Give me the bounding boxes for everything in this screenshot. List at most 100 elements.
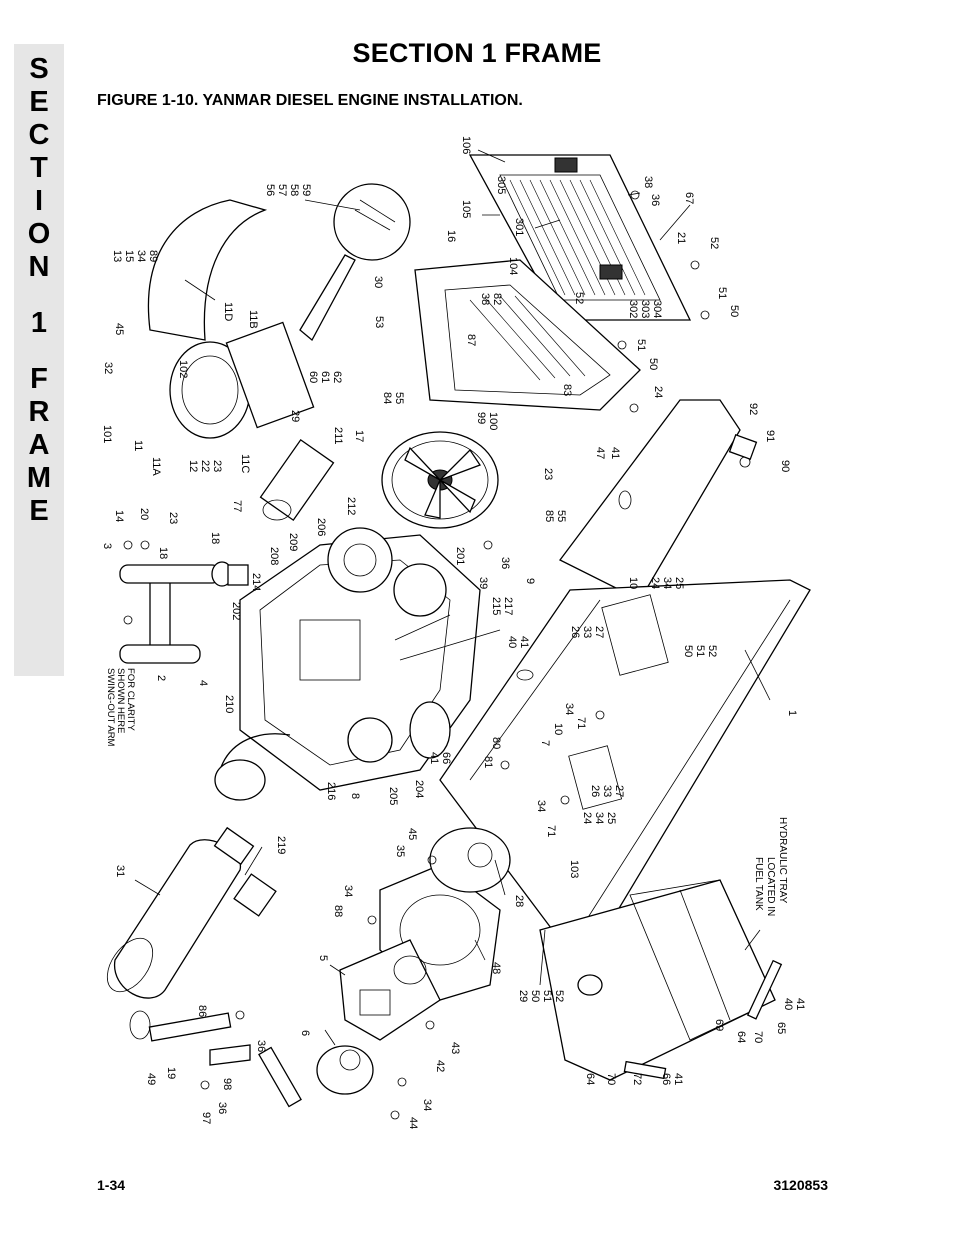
callout: 34 (421, 1099, 433, 1111)
page-number: 1-34 (97, 1177, 126, 1193)
callout: 22 (199, 460, 211, 472)
callout: 66 (440, 752, 452, 764)
callout: 26 (589, 785, 601, 797)
callout: 71 (575, 717, 587, 729)
callout: 103 (568, 860, 580, 878)
callout: 36 (255, 1040, 267, 1052)
callout: 50 (529, 990, 541, 1002)
note-fuel-tank: FUEL TANK (753, 857, 764, 911)
callout: 55 (555, 510, 567, 522)
callout: 209 (287, 533, 299, 551)
side-tab-letter: M (26, 462, 52, 494)
callout: 72 (631, 1073, 643, 1085)
callout: 51 (541, 990, 553, 1002)
callout: 40 (782, 998, 794, 1010)
callout: 34 (342, 885, 354, 897)
callout: 303 (639, 300, 651, 318)
callout: 10 (552, 723, 564, 735)
callout: 11D (222, 302, 234, 321)
callout: 88 (332, 905, 344, 917)
callout: 82 (491, 293, 503, 305)
callout: 84 (381, 392, 393, 404)
callout: 32 (102, 362, 114, 374)
callout: 18 (209, 532, 221, 544)
side-tab-letter: T (30, 152, 48, 184)
callout: 9 (524, 578, 536, 584)
callout: 301 (513, 218, 525, 236)
callout: 97 (200, 1112, 212, 1124)
callout: 50 (682, 645, 694, 657)
callout: 25 (673, 577, 685, 589)
callout: 91 (764, 430, 776, 442)
callout: 10 (627, 577, 639, 589)
callout: 16 (445, 230, 457, 242)
tail-pipe (129, 1010, 302, 1108)
callout: 80 (490, 737, 502, 749)
callout: 6 (299, 1030, 311, 1036)
callout: 210 (223, 695, 235, 713)
diagram-artwork (106, 149, 811, 1120)
callout: 47 (594, 447, 606, 459)
radiator (468, 154, 692, 321)
callout: 29 (289, 410, 301, 422)
callout: 41 (518, 636, 530, 648)
callout: 41 (428, 752, 440, 764)
callout: 66 (660, 1073, 672, 1085)
callout: 24 (581, 812, 593, 824)
callout: 50 (728, 305, 740, 317)
callout: 5 (317, 955, 329, 961)
callout: 64 (584, 1073, 596, 1085)
callout: 53 (373, 316, 385, 328)
callout: 99 (475, 412, 487, 424)
note-fuel-tank: HYDRAULIC TRAY (777, 817, 788, 904)
callout: 13 (111, 250, 123, 262)
callout: 30 (372, 276, 384, 288)
callout: 89 (147, 250, 159, 262)
side-tab-letter: E (29, 495, 49, 527)
side-tab-letter: 1 (30, 307, 48, 339)
side-tab-letter: R (28, 396, 50, 428)
engine (214, 527, 481, 801)
callout: 23 (211, 460, 223, 472)
callout: 25 (605, 812, 617, 824)
callout: 1 (786, 710, 798, 716)
callout: 51 (635, 339, 647, 351)
callout: 208 (268, 547, 280, 565)
callout: 85 (543, 510, 555, 522)
callout: 302 (627, 300, 639, 318)
callout: 216 (325, 782, 337, 800)
callout: 70 (752, 1031, 764, 1043)
callout: 64 (735, 1031, 747, 1043)
callout: 18 (157, 547, 169, 559)
callout: 204 (413, 780, 425, 798)
callout: 11C (239, 454, 251, 473)
side-tab-letter: I (34, 185, 44, 217)
callout: 27 (593, 626, 605, 638)
callout: 57 (276, 184, 288, 196)
callout: 28 (513, 895, 525, 907)
air-cleaner (147, 183, 411, 439)
callout: 11 (132, 440, 144, 451)
callout: 35 (394, 845, 406, 857)
callout: 7 (539, 740, 551, 746)
callout: 52 (573, 292, 585, 304)
document-number: 3120853 (773, 1177, 828, 1193)
callout: 38 (479, 293, 491, 305)
callout: 4 (197, 680, 209, 686)
callout: 36 (216, 1102, 228, 1114)
callout: 201 (454, 547, 466, 565)
side-tab-letter: O (27, 218, 51, 250)
callout: 49 (145, 1073, 157, 1085)
fasteners (123, 190, 758, 1120)
callout: 51 (694, 645, 706, 657)
callout: 36 (649, 194, 661, 206)
callout: 104 (507, 257, 519, 275)
callout: 29 (517, 990, 529, 1002)
callout: 8 (349, 793, 361, 799)
callout: 92 (747, 403, 759, 415)
starter-motor (259, 438, 335, 522)
callout: 52 (706, 645, 718, 657)
callout: 56 (264, 184, 276, 196)
side-tab-letter: A (28, 429, 50, 461)
